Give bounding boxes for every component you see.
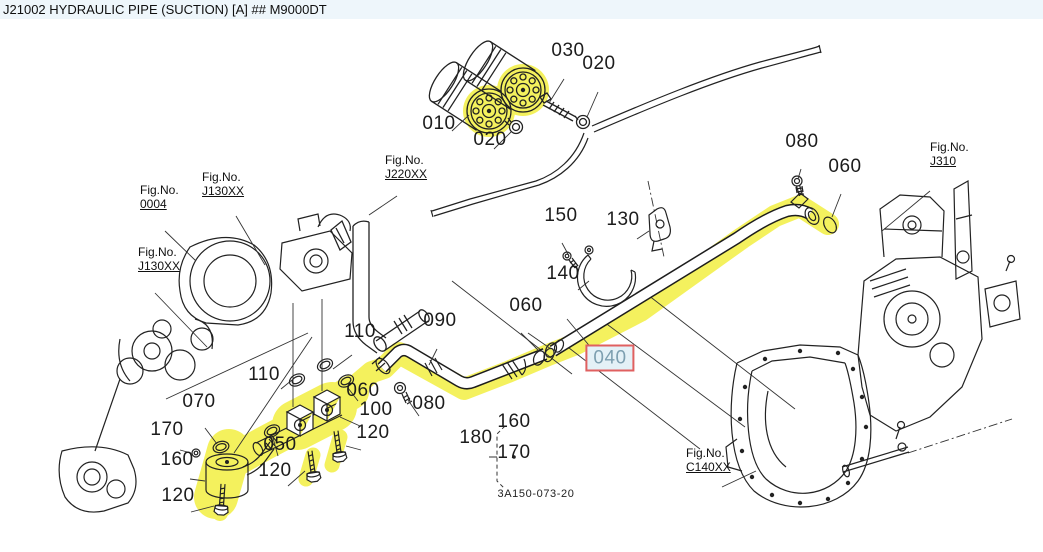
fig-link-j130xx-left[interactable]: Fig.No. J130XX bbox=[138, 245, 181, 273]
part-label-080-1[interactable]: 080 bbox=[785, 131, 819, 152]
fig-label-prefix: Fig.No. bbox=[140, 183, 179, 197]
part-label-020-2[interactable]: 020 bbox=[582, 53, 616, 74]
fig-label-prefix: Fig.No. bbox=[385, 153, 424, 167]
fig-label-number[interactable]: C140XX bbox=[686, 459, 731, 474]
part-label-120-1[interactable]: 120 bbox=[258, 460, 292, 481]
part-label-100[interactable]: 100 bbox=[359, 399, 393, 420]
part-label-010[interactable]: 010 bbox=[422, 113, 456, 134]
drawing-number: 3A150-073-20 bbox=[497, 488, 575, 500]
part-label-110-1[interactable]: 110 bbox=[344, 321, 376, 342]
part-label-180[interactable]: 180 bbox=[459, 427, 493, 448]
fig-label-number[interactable]: 0004 bbox=[140, 196, 167, 211]
part-label-130[interactable]: 130 bbox=[606, 209, 640, 230]
part-label-040-selected[interactable]: 040 bbox=[585, 344, 635, 372]
clamp-strap-drawing bbox=[393, 207, 671, 405]
fig-label-prefix: Fig.No. bbox=[202, 170, 241, 184]
suction-pipe-drawing bbox=[371, 175, 837, 390]
part-label-160-1[interactable]: 160 bbox=[160, 449, 194, 470]
part-label-170-1[interactable]: 170 bbox=[150, 419, 184, 440]
diagram-line-art bbox=[58, 40, 1021, 521]
fig-label-number[interactable]: J130XX bbox=[202, 183, 245, 198]
projection-lines bbox=[165, 180, 1013, 454]
pump-assembly-drawing bbox=[58, 213, 353, 513]
part-label-050[interactable]: 050 bbox=[263, 434, 297, 455]
fig-label-prefix: Fig.No. bbox=[686, 446, 725, 460]
fig-label-number[interactable]: J220XX bbox=[385, 166, 428, 181]
part-label-170-2[interactable]: 170 bbox=[497, 442, 531, 463]
part-label-080-2[interactable]: 080 bbox=[412, 393, 446, 414]
fig-link-j130xx-top[interactable]: Fig.No. J130XX bbox=[202, 170, 245, 198]
group-bracket-180 bbox=[489, 425, 516, 490]
part-label-090[interactable]: 090 bbox=[423, 310, 457, 331]
part-label-150[interactable]: 150 bbox=[544, 205, 578, 226]
part-label-120-2[interactable]: 120 bbox=[356, 422, 390, 443]
part-label-110-2[interactable]: 110 bbox=[248, 364, 280, 385]
part-label-160-2[interactable]: 160 bbox=[497, 411, 531, 432]
part-label-120-3[interactable]: 120 bbox=[161, 485, 195, 506]
j220-elbow-drawing bbox=[330, 219, 430, 354]
part-label-030[interactable]: 030 bbox=[551, 40, 585, 61]
part-label-060-1[interactable]: 060 bbox=[828, 156, 862, 177]
fig-link-c140xx[interactable]: Fig.No. C140XX bbox=[686, 446, 731, 474]
part-label-070[interactable]: 070 bbox=[182, 391, 216, 412]
diagram-canvas: 010 020 030 020 080 060 150 130 140 110 … bbox=[0, 19, 1043, 552]
fig-label-prefix: Fig.No. bbox=[930, 140, 969, 154]
manifold-drawing bbox=[191, 355, 357, 517]
figure-title: J21002 HYDRAULIC PIPE (SUCTION) [A] ## M… bbox=[0, 0, 1043, 19]
thin-pipes-drawing bbox=[430, 44, 822, 218]
part-label-060-2[interactable]: 060 bbox=[509, 295, 543, 316]
part-label-020-1[interactable]: 020 bbox=[473, 129, 507, 150]
oil-filters-drawing bbox=[428, 40, 591, 135]
fig-link-j310[interactable]: Fig.No. J310 bbox=[930, 140, 969, 168]
transmission-case-drawing bbox=[725, 179, 1021, 508]
fig-label-prefix: Fig.No. bbox=[138, 245, 177, 259]
part-label-140[interactable]: 140 bbox=[546, 263, 580, 284]
leader-lines bbox=[154, 78, 931, 513]
fig-link-j220xx[interactable]: Fig.No. J220XX bbox=[385, 153, 428, 181]
fig-label-number[interactable]: J310 bbox=[930, 153, 957, 168]
part-label-060-3[interactable]: 060 bbox=[346, 380, 380, 401]
fig-label-number[interactable]: J130XX bbox=[138, 258, 181, 273]
fig-link-0004[interactable]: Fig.No. 0004 bbox=[140, 183, 179, 211]
